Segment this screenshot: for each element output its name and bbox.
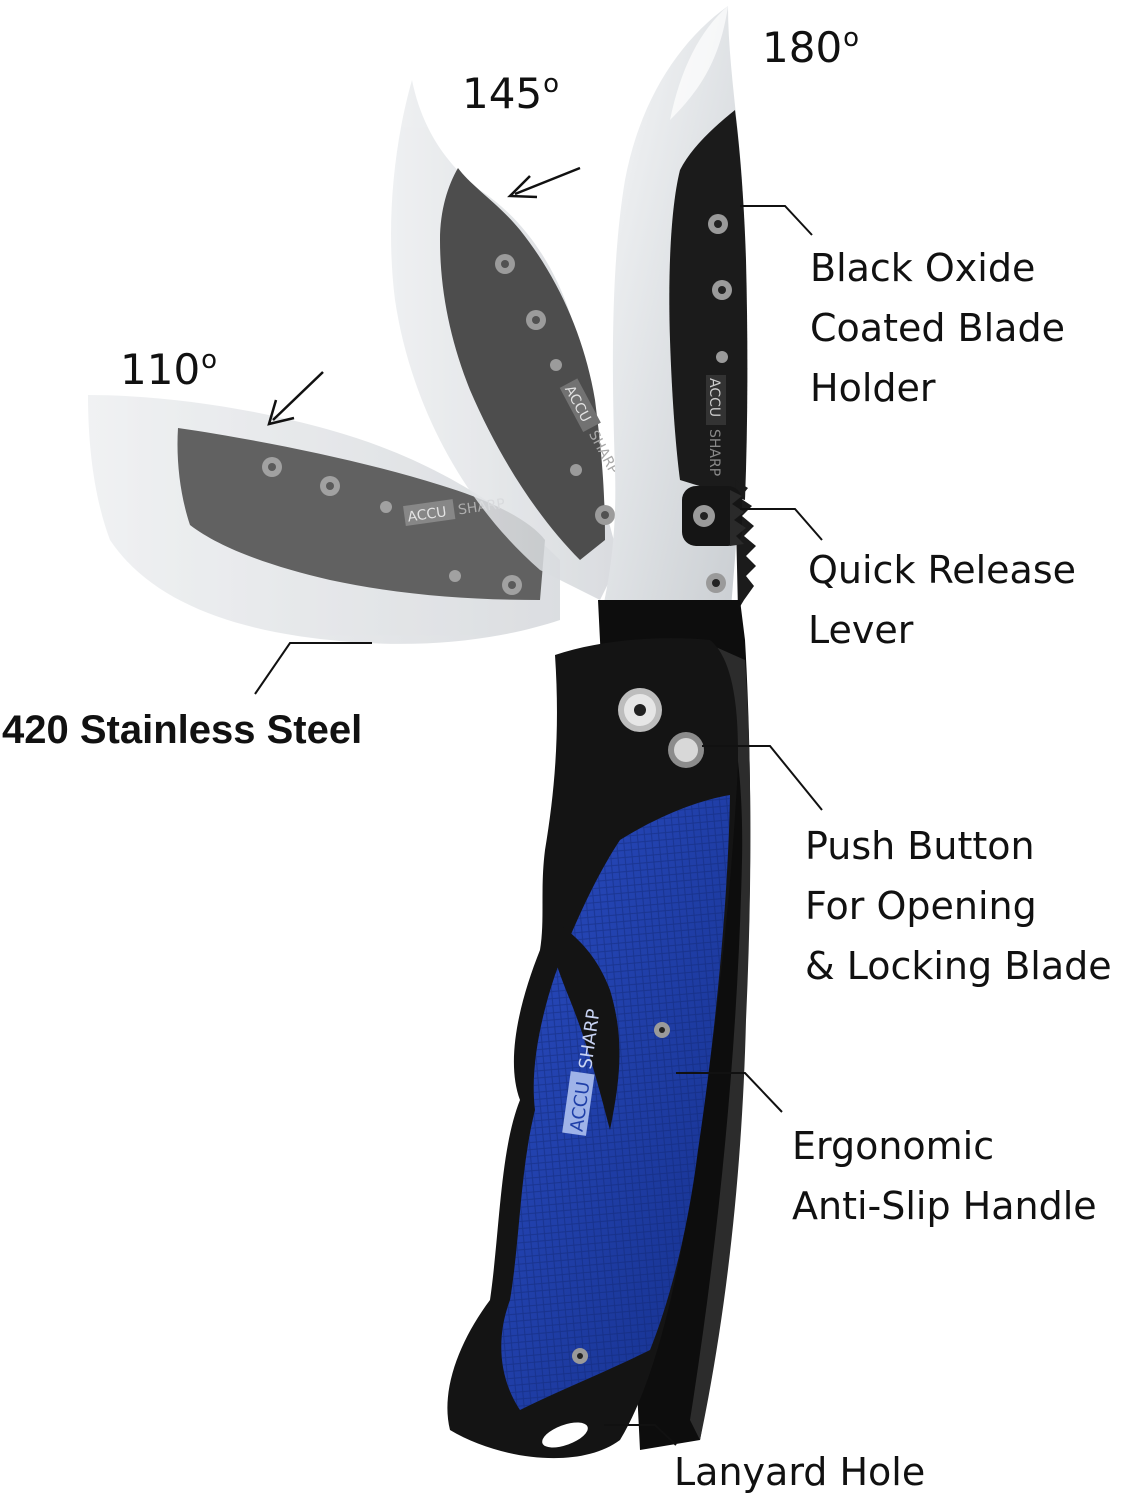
angle-145-label: 145o (462, 69, 560, 118)
blade-110: ACCU SHARP (88, 395, 560, 644)
callout-steel: 420 Stainless Steel (2, 708, 363, 752)
leader-line (254, 205, 823, 1446)
svg-text:SHARP: SHARP (706, 429, 722, 476)
screw-icon (572, 688, 670, 1364)
callout-release-lever: Quick Release Lever (808, 548, 1077, 652)
quick-release-lever (682, 486, 746, 546)
screw-icon (262, 457, 522, 595)
callout-push-button: Push Button For Opening & Locking Blade (805, 824, 1112, 988)
screw-icon (706, 214, 732, 593)
callout-handle: Ergonomic Anti-Slip Handle (792, 1124, 1097, 1228)
screw-icon (495, 254, 615, 525)
knife-handle: ACCU SHARP (447, 600, 751, 1459)
svg-text:ACCU: ACCU (407, 504, 448, 525)
callout-lanyard: Lanyard Hole (674, 1450, 926, 1494)
angle-180-label: 180o (762, 23, 860, 72)
arrow-icon (267, 166, 581, 426)
push-button-part (668, 732, 704, 768)
blade-180: ACCU SHARP (600, 6, 756, 620)
callout-blade-holder: Black Oxide Coated Blade Holder (810, 246, 1065, 410)
lanyard-hole-part (542, 1422, 588, 1448)
angle-110-label: 110o (120, 345, 218, 394)
brand-logo-180: ACCU SHARP (706, 375, 726, 476)
blade-145: ACCU SHARP (391, 80, 621, 600)
svg-text:ACCU: ACCU (706, 378, 722, 417)
